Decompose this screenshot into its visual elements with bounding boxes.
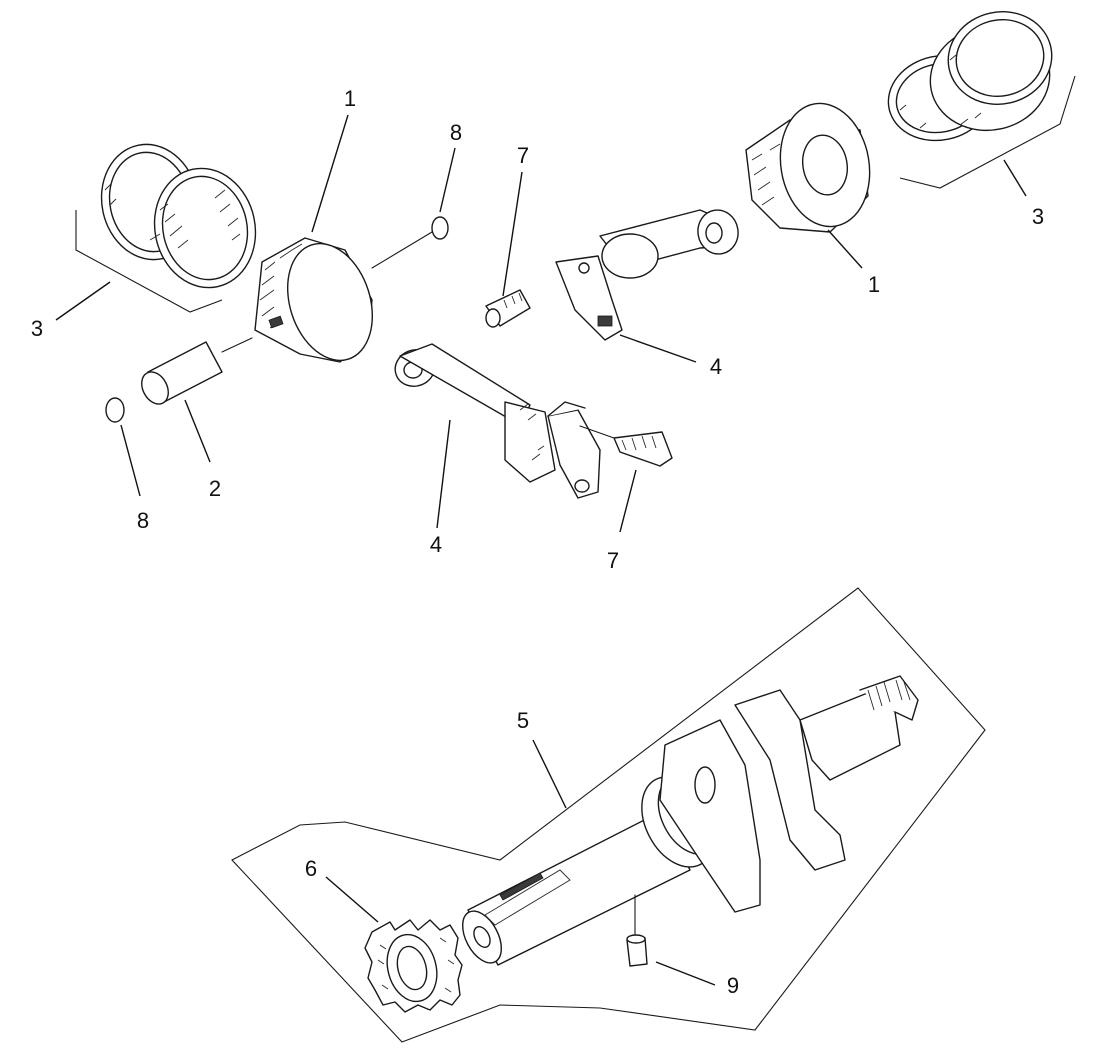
connecting-rod-right	[555, 209, 739, 341]
piston-rings-left	[75, 143, 257, 313]
callout-rod-center: 4	[430, 532, 442, 557]
callout-rings-right: 3	[1032, 204, 1044, 229]
piston-pin	[141, 337, 253, 405]
callout-dowel-pin: 9	[727, 973, 739, 998]
rod-bolt-bottom	[579, 425, 673, 467]
callout-rod-right: 4	[710, 354, 722, 379]
callout-crankshaft: 5	[517, 708, 529, 733]
callout-retainer-bottom: 8	[137, 508, 149, 533]
retainer-ring-top	[371, 216, 449, 269]
callout-retainer-top: 8	[450, 120, 462, 145]
callout-rings-left: 3	[31, 316, 43, 341]
crankshaft	[462, 675, 919, 966]
piston-left	[254, 237, 374, 363]
callout-crank-gear: 6	[305, 856, 317, 881]
piston-right	[745, 102, 871, 233]
callout-piston-left: 1	[344, 86, 356, 111]
leader-lines	[55, 114, 1027, 986]
connecting-rod-center	[394, 343, 601, 499]
piston-rings-right	[887, 11, 1076, 189]
callout-piston-pin: 2	[209, 476, 221, 501]
callout-rod-bolt-bottom: 7	[607, 548, 619, 573]
dowel-pin	[626, 894, 648, 967]
crankshaft-assembly-outline	[231, 587, 986, 1043]
rod-bolt-top	[485, 289, 531, 328]
crank-gear	[364, 919, 463, 1013]
retainer-ring-bottom	[105, 397, 125, 423]
callout-rod-bolt-top: 7	[517, 143, 529, 168]
callout-labels: 1 8 7 3 2 8 4 7 4 1 3 5 6 9	[31, 86, 1044, 998]
callout-piston-right: 1	[868, 272, 880, 297]
